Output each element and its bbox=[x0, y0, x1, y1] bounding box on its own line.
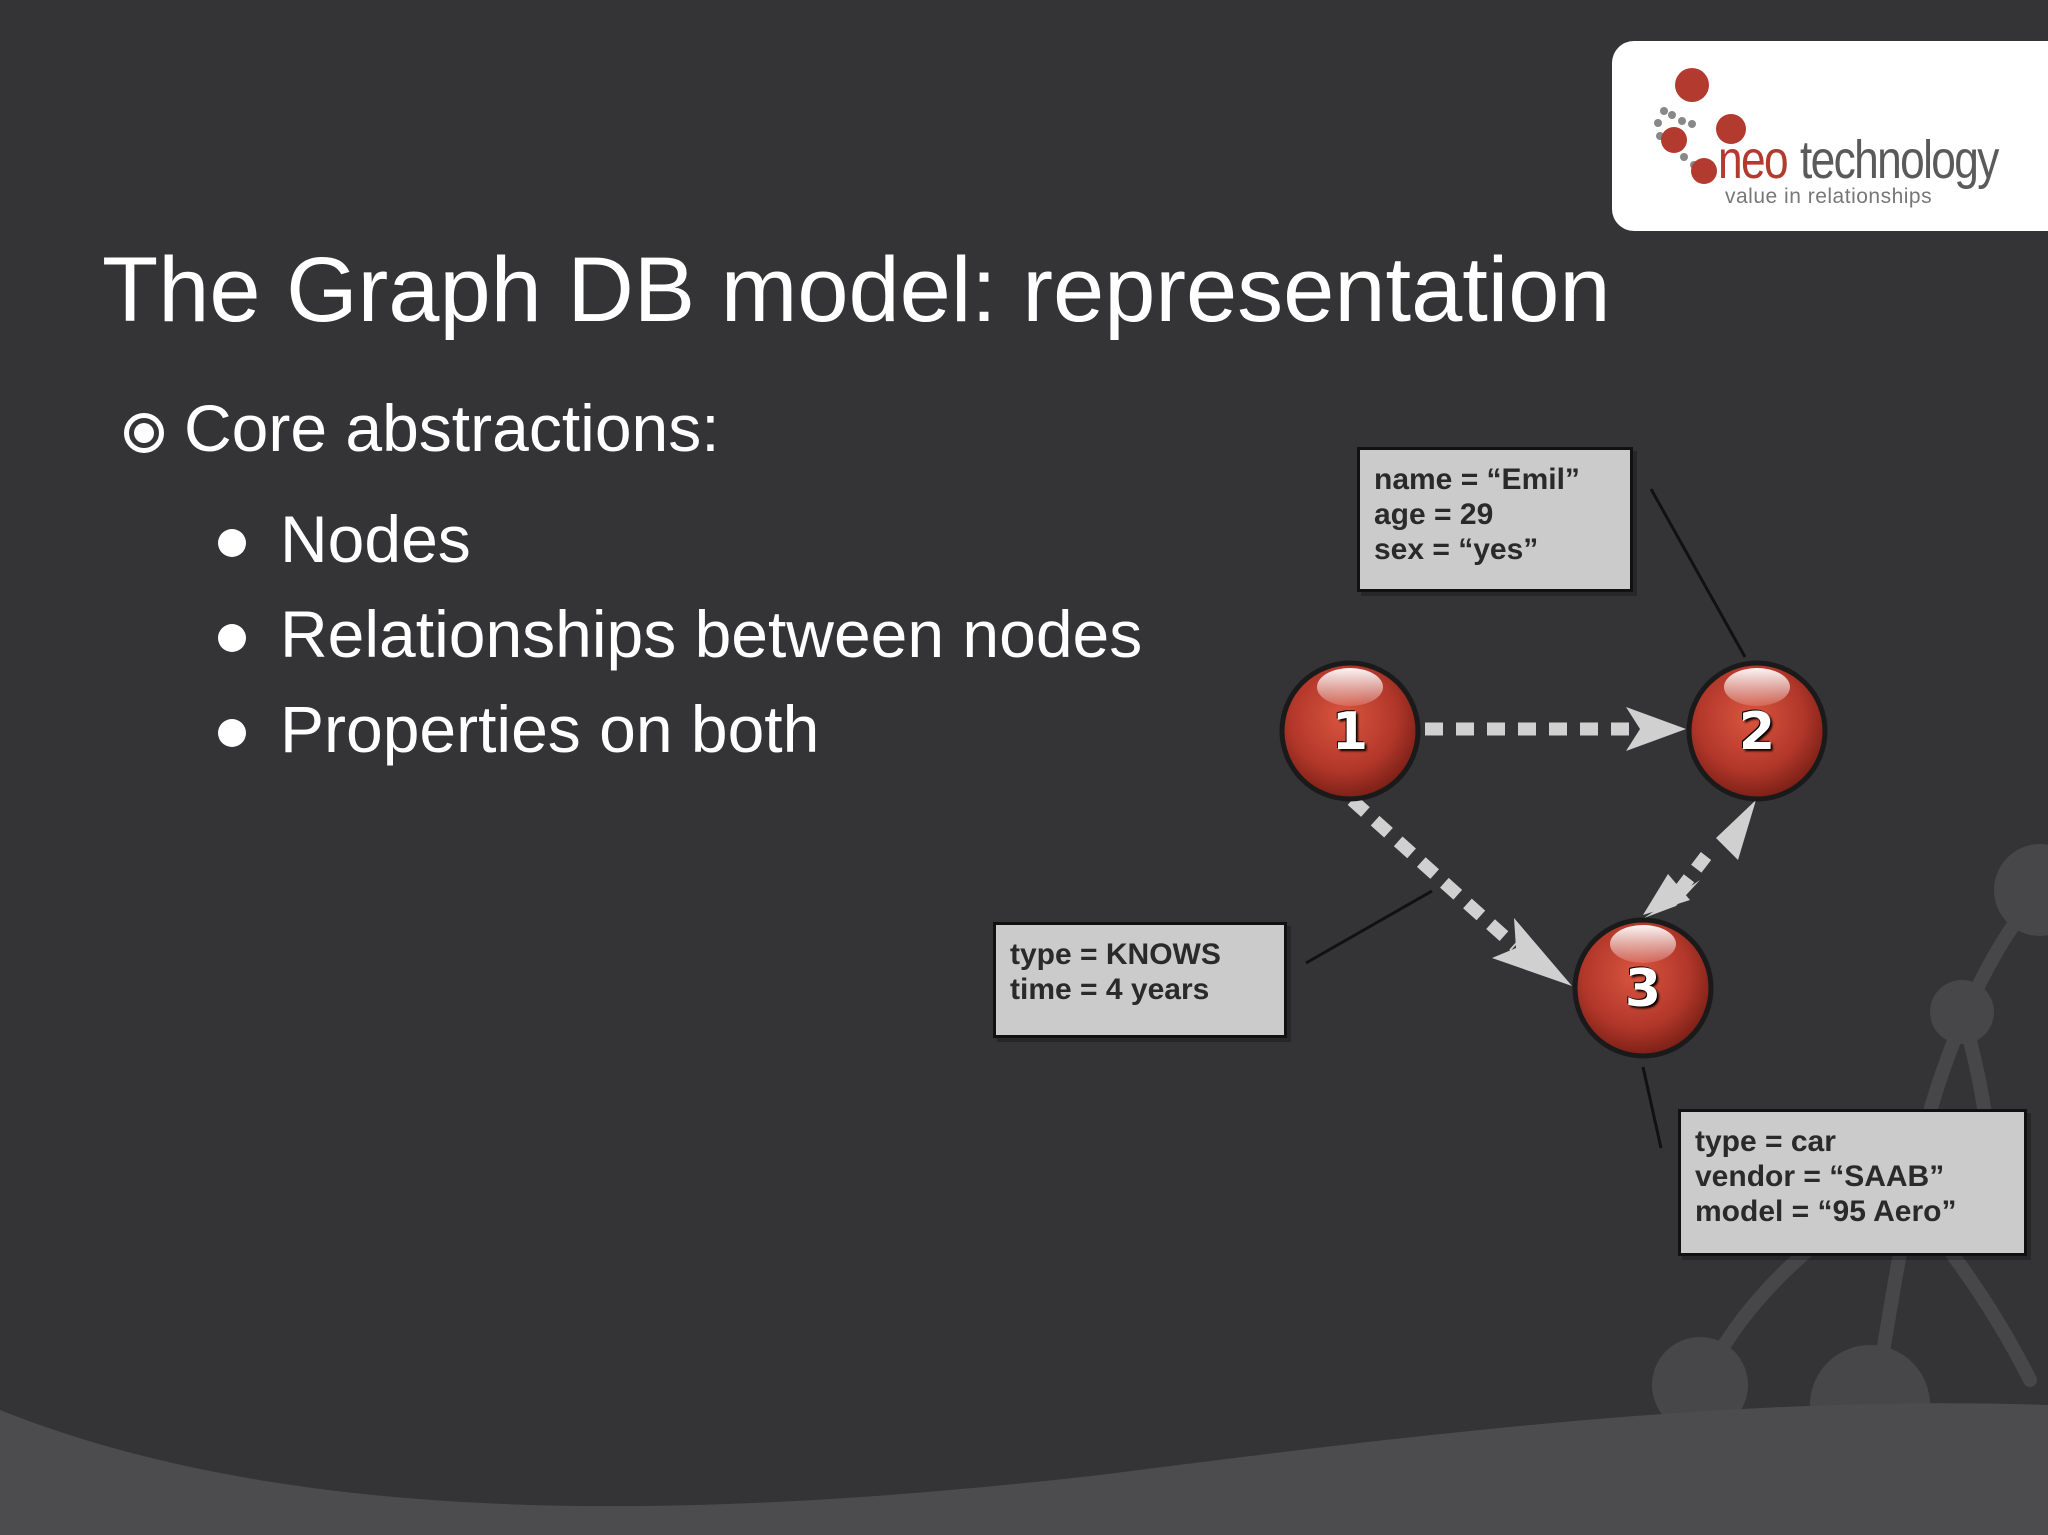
edge-properties-box: type = KNOWS time = 4 years bbox=[993, 922, 1287, 1038]
edge-2-to-3 bbox=[1643, 800, 1756, 918]
bullet-sub-item: Properties on both bbox=[218, 693, 819, 766]
logo-wordmark-technology: technology bbox=[1800, 130, 1999, 190]
bullet-sub-text: Properties on both bbox=[280, 692, 820, 766]
bullet-dot-icon bbox=[218, 624, 246, 653]
node-1-label: 1 bbox=[1331, 702, 1369, 762]
bottom-wave bbox=[0, 1403, 2048, 1535]
bullet-sub-text: Relationships between nodes bbox=[280, 597, 1143, 671]
bullet-dot-icon bbox=[218, 529, 246, 558]
bullet-sub-item: Relationships between nodes bbox=[218, 598, 1142, 671]
bullet-sub-text: Nodes bbox=[280, 502, 471, 576]
logo-wordmark-neo: neo bbox=[1718, 130, 1789, 190]
node-3-properties-box: type = car vendor = “SAAB” model = “95 A… bbox=[1678, 1109, 2027, 1256]
company-logo: neo technology value in relationships bbox=[1612, 41, 2048, 231]
logo-tagline: value in relationships bbox=[1725, 185, 1933, 208]
node-3 bbox=[1572, 917, 1714, 1059]
connector-line bbox=[1641, 1066, 1663, 1149]
property-line: age = 29 bbox=[1374, 498, 1494, 531]
property-line: name = “Emil” bbox=[1374, 463, 1580, 496]
edge-1-to-2 bbox=[1425, 707, 1686, 751]
property-line: type = car bbox=[1695, 1125, 1836, 1158]
property-line: type = KNOWS bbox=[1010, 938, 1221, 971]
slide-title: The Graph DB model: representation bbox=[102, 239, 1611, 341]
property-line: time = 4 years bbox=[1010, 973, 1210, 1006]
node-2-label: 2 bbox=[1738, 702, 1776, 762]
bullet-main-text: Core abstractions: bbox=[184, 391, 720, 465]
connector-line bbox=[1649, 488, 1747, 658]
bullet-main: Core abstractions: bbox=[124, 392, 720, 465]
property-line: sex = “yes” bbox=[1374, 533, 1539, 566]
logo-molecule-icon bbox=[1654, 68, 1746, 184]
node-1 bbox=[1279, 660, 1421, 802]
node-2-properties-box: name = “Emil” age = 29 sex = “yes” bbox=[1357, 447, 1633, 592]
bullet-sub-item: Nodes bbox=[218, 503, 471, 576]
connector-line bbox=[1305, 889, 1433, 965]
node-3-label: 3 bbox=[1624, 959, 1662, 1019]
property-line: model = “95 Aero” bbox=[1695, 1195, 1957, 1228]
property-line: vendor = “SAAB” bbox=[1695, 1160, 1945, 1193]
bullet-ring-icon bbox=[124, 413, 164, 454]
bullet-dot-icon bbox=[218, 719, 246, 748]
edge-1-to-3 bbox=[1347, 795, 1572, 986]
node-2 bbox=[1686, 660, 1828, 802]
